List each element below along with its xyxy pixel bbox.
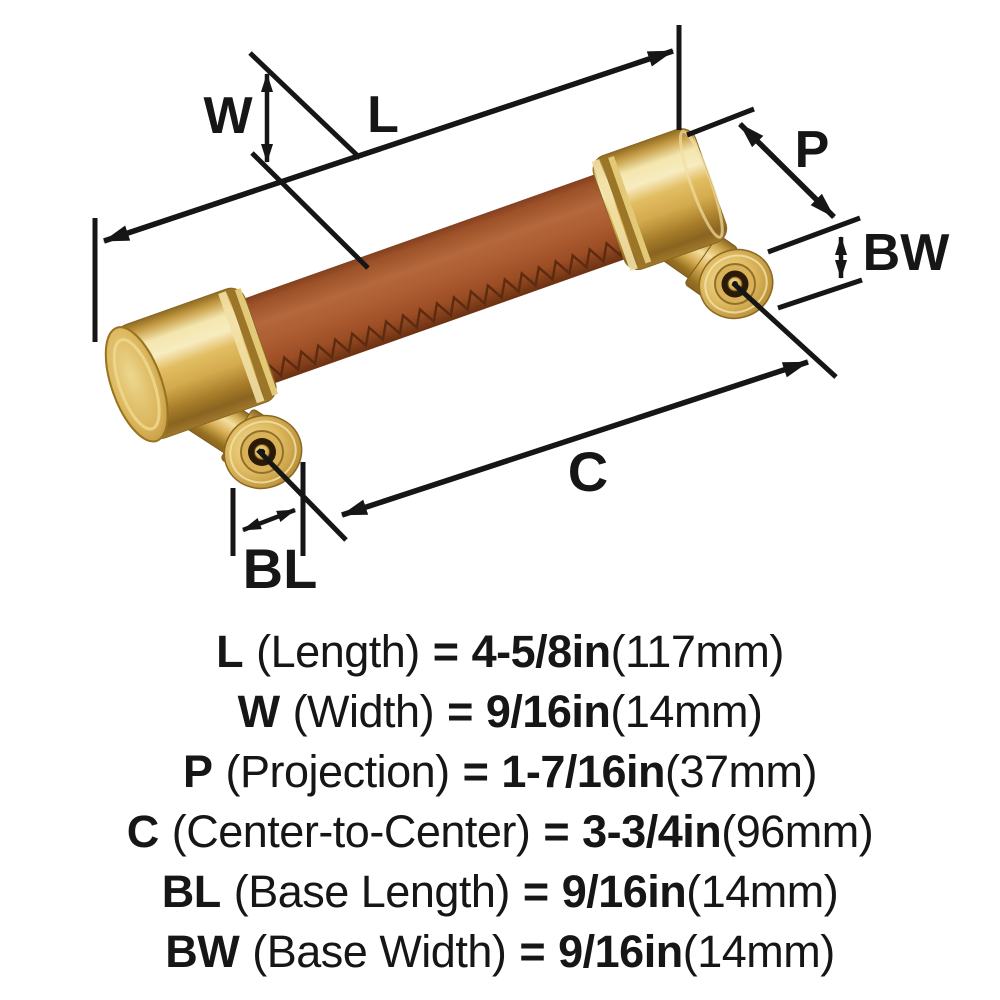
spec-metric: (96mm) xyxy=(721,806,874,857)
spec-key: L xyxy=(216,626,244,677)
spec-key: C xyxy=(126,806,160,857)
spec-equals: = xyxy=(432,626,459,677)
dim-tick-w-lower xyxy=(250,151,370,270)
spec-key: W xyxy=(237,686,280,737)
dim-tick-w-upper xyxy=(248,51,362,160)
spec-name: (Width) xyxy=(292,686,435,737)
dim-label-c: C xyxy=(568,440,608,503)
dimension-lines xyxy=(92,25,863,556)
dim-line-p xyxy=(738,122,836,219)
dim-tick-bw-lower xyxy=(777,277,863,311)
spec-row-length: L(Length)=4-5/8in(117mm) xyxy=(0,622,1000,682)
left-end-cap xyxy=(104,287,278,443)
spec-value: 3-3/4in xyxy=(582,806,722,857)
spec-list: L(Length)=4-5/8in(117mm) W(Width)=9/16in… xyxy=(0,622,1000,982)
dimension-diagram: W L P BW C BL xyxy=(92,25,951,600)
spec-key: P xyxy=(183,746,213,797)
spec-equals: = xyxy=(543,806,570,857)
spec-metric: (14mm) xyxy=(686,866,839,917)
spec-name: (Base Width) xyxy=(252,926,507,977)
dim-label-p: P xyxy=(795,121,830,179)
spec-equals: = xyxy=(522,866,549,917)
spec-metric: (14mm) xyxy=(682,926,836,977)
spec-name: (Base Length) xyxy=(233,866,511,917)
dim-label-l: L xyxy=(367,86,399,144)
dim-label-w: W xyxy=(203,87,253,145)
spec-metric: (37mm) xyxy=(664,746,818,797)
spec-value: 4-5/8in xyxy=(471,626,612,677)
spec-row-width: W(Width)=9/16in(14mm) xyxy=(0,682,1000,742)
spec-metric: (14mm) xyxy=(610,686,763,737)
spec-value: 9/16in xyxy=(485,686,611,737)
spec-name: (Length) xyxy=(256,626,420,677)
spec-key: BW xyxy=(165,926,240,977)
spec-row-center-to-center: C(Center-to-Center)=3-3/4in(96mm) xyxy=(0,802,1000,862)
handle-illustration xyxy=(104,128,774,490)
spec-name: (Projection) xyxy=(225,746,451,797)
spec-row-base-length: BL(Base Length)=9/16in(14mm) xyxy=(0,862,1000,922)
spec-row-base-width: BW(Base Width)=9/16in(14mm) xyxy=(0,922,1000,982)
spec-name: (Center-to-Center) xyxy=(171,806,531,857)
dim-line-c xyxy=(341,359,809,518)
spec-value: 9/16in xyxy=(561,866,687,917)
spec-row-projection: P(Projection)=1-7/16in(37mm) xyxy=(0,742,1000,802)
dim-label-bl: BL xyxy=(243,537,318,600)
dim-line-l xyxy=(103,48,674,244)
left-cap-face xyxy=(104,326,169,443)
spec-equals: = xyxy=(519,926,546,977)
dim-arrow-bl xyxy=(242,507,296,533)
spec-value: 1-7/16in xyxy=(501,746,665,797)
dim-leader-c-right xyxy=(731,281,838,379)
spec-equals: = xyxy=(462,746,489,797)
dim-label-bw: BW xyxy=(863,224,951,282)
spec-value: 9/16in xyxy=(558,926,683,977)
dim-tick-p-upper xyxy=(686,106,755,138)
spec-key: BL xyxy=(161,866,222,917)
spec-equals: = xyxy=(447,686,473,737)
dim-tick-bw-upper xyxy=(767,215,861,255)
spec-metric: (117mm) xyxy=(610,626,785,677)
